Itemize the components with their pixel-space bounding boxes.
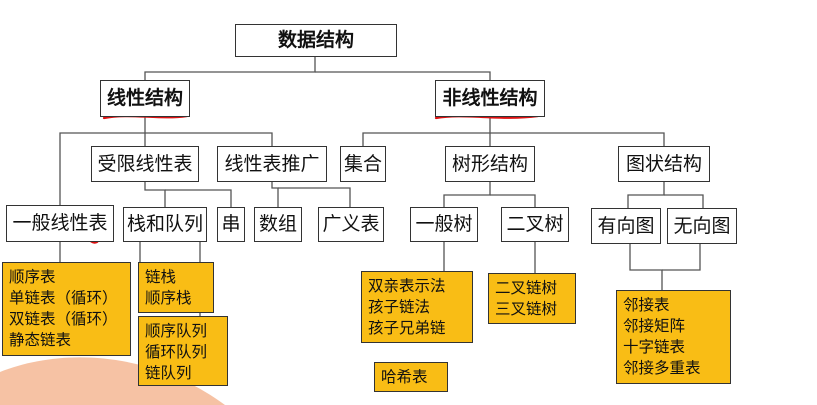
leaf-binary-tree-implementations: 二叉链树 三叉链树 <box>488 273 576 324</box>
node-graph-structure: 图状结构 <box>618 146 710 182</box>
connector-tree-binary <box>490 194 536 207</box>
node-array: 数组 <box>254 207 302 242</box>
leaf-item: 循环队列 <box>145 343 208 361</box>
leaf-item: 二叉链树 <box>495 279 558 297</box>
connector-lines <box>59 57 704 316</box>
leaf-item: 十字链表 <box>623 338 686 356</box>
leaf-item: 顺序队列 <box>145 322 208 340</box>
node-tree-structure: 树形结构 <box>445 146 535 182</box>
connector-graph-undirected <box>664 194 704 208</box>
leaf-item: 顺序栈 <box>145 289 192 307</box>
leaf-item: 双亲表示法 <box>368 277 446 295</box>
node-root: 数据结构 <box>235 24 397 57</box>
connector-tree-children <box>443 182 491 207</box>
connector-graphs-leaf <box>629 244 663 290</box>
connector-graph-children <box>627 182 665 208</box>
leaf-item: 顺序表 <box>9 268 56 286</box>
leaf-item: 邻接矩阵 <box>623 317 686 335</box>
leaf-graph-representations: 邻接表 邻接矩阵 十字链表 邻接多重表 <box>616 290 731 384</box>
node-set: 集合 <box>340 146 386 182</box>
leaf-queue-implementations: 顺序队列 循环队列 链队列 <box>138 316 228 386</box>
leaf-item: 链栈 <box>145 268 177 286</box>
node-generalized-list: 广义表 <box>318 207 384 242</box>
node-general-tree: 一般树 <box>410 207 478 242</box>
node-string: 串 <box>217 207 245 242</box>
leaf-item: 链队列 <box>145 364 192 382</box>
connector-root-linear <box>144 57 316 80</box>
connector-restricted-children <box>144 182 166 207</box>
leaf-item: 孩子兄弟链 <box>368 319 446 337</box>
leaf-item: 双链表（循环） <box>9 310 118 328</box>
connector-undirected-leaf <box>662 244 701 271</box>
connector-linear-generalized <box>145 132 273 146</box>
leaf-item: 邻接多重表 <box>623 359 701 377</box>
leaf-item: 三叉链树 <box>495 300 558 318</box>
node-undirected-graph: 无向图 <box>667 208 737 244</box>
leaf-item: 静态链表 <box>9 331 72 349</box>
connector-root-nonlinear <box>315 71 491 80</box>
connector-restricted-string <box>165 189 232 207</box>
connector-generalized-children <box>271 182 279 207</box>
node-binary-tree: 二叉树 <box>501 207 569 242</box>
leaf-item: 单链表（循环） <box>9 289 118 307</box>
leaf-item: 哈希表 <box>381 368 428 386</box>
node-stack-and-queue: 栈和队列 <box>123 207 207 242</box>
connector-nonlinear-graph <box>490 132 665 146</box>
connector-nonlinear-children <box>362 117 491 146</box>
node-restricted-linear-list: 受限线性表 <box>91 146 199 182</box>
node-linear-structure: 线性结构 <box>100 80 190 117</box>
node-generalized-linear-list: 线性表推广 <box>217 146 327 182</box>
leaf-stack-implementations: 链栈 顺序栈 <box>138 262 214 313</box>
leaf-linear-list-implementations: 顺序表 单链表（循环） 双链表（循环） 静态链表 <box>2 262 131 356</box>
connector-linear-children <box>59 117 146 205</box>
leaf-item: 邻接表 <box>623 296 670 314</box>
node-general-linear-list: 一般线性表 <box>6 205 114 242</box>
leaf-hash-table: 哈希表 <box>374 362 448 392</box>
leaf-tree-representations: 双亲表示法 孩子链法 孩子兄弟链 <box>361 271 473 343</box>
decorative-corner-blob <box>0 357 225 405</box>
leaf-item: 孩子链法 <box>368 298 431 316</box>
connector-generalized-glist <box>278 187 351 207</box>
node-nonlinear-structure: 非线性结构 <box>435 80 545 117</box>
node-directed-graph: 有向图 <box>591 208 661 244</box>
